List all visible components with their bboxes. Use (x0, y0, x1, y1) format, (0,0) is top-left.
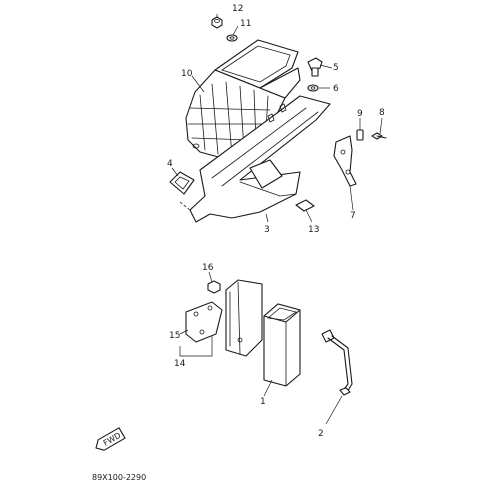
part-9-collar (356, 129, 364, 141)
leader-lines (171, 14, 383, 425)
callout-10: 10 (181, 69, 193, 79)
callout-16: 16 (202, 263, 214, 273)
callout-8: 8 (379, 108, 385, 118)
part-15-plate (185, 301, 223, 343)
callout-5: 5 (333, 63, 339, 73)
callout-14: 14 (174, 359, 186, 369)
part-2-pipe (321, 329, 353, 396)
part-1-battery (263, 303, 301, 387)
callout-12: 12 (232, 4, 243, 14)
callout-labels: 12 11 10 5 6 8 9 4 3 13 7 16 15 14 1 2 (167, 4, 385, 439)
diagram-code: 89X100-2290 (92, 473, 146, 482)
part-4-seal (169, 171, 195, 195)
part-8-screw (371, 132, 387, 140)
callout-3: 3 (264, 225, 270, 235)
callout-15: 15 (169, 331, 180, 341)
part-11-washer (226, 34, 238, 42)
part-3-cover (179, 95, 331, 223)
front-direction-arrow-icon: FWD (95, 427, 126, 451)
part-16-nut (207, 280, 221, 294)
callout-6: 6 (333, 84, 339, 94)
callout-13: 13 (308, 225, 319, 235)
callout-2: 2 (318, 429, 324, 439)
callout-4: 4 (167, 159, 173, 169)
part-5-bolt (307, 57, 323, 77)
part-battery-box (225, 279, 263, 357)
callout-1: 1 (260, 397, 266, 407)
part-12-nut (211, 16, 223, 29)
callout-9: 9 (357, 109, 363, 119)
part-7-bracket (333, 135, 357, 187)
part-6-grommet (307, 84, 319, 92)
part-13-pad (295, 199, 315, 212)
callout-7: 7 (350, 211, 356, 221)
callout-11: 11 (240, 19, 251, 29)
part-10-air-filter-case (185, 39, 301, 159)
